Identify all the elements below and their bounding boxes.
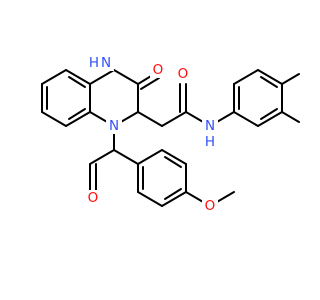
atom-n: N xyxy=(109,118,119,134)
bond xyxy=(68,76,86,88)
bond xyxy=(164,156,182,168)
bond xyxy=(164,188,182,200)
bond xyxy=(89,69,115,85)
atom-n: N xyxy=(101,55,111,71)
bond xyxy=(161,191,187,207)
bond xyxy=(161,111,187,127)
bond xyxy=(140,77,160,90)
atom-n: N xyxy=(205,118,215,134)
bond xyxy=(41,69,67,85)
bond xyxy=(233,111,259,127)
atom-h: H xyxy=(89,55,99,71)
bond xyxy=(65,111,91,127)
atom-h: H xyxy=(205,134,215,150)
bond xyxy=(257,111,283,127)
atom-label-ring-nh: H N xyxy=(86,55,114,71)
bond xyxy=(113,149,139,165)
atom-label-ketone-o: O xyxy=(85,190,101,206)
bond xyxy=(161,149,187,165)
bond xyxy=(281,111,300,123)
atom-label-amide-o: O xyxy=(175,66,191,82)
bond xyxy=(68,108,86,120)
atom-o: O xyxy=(153,62,164,78)
atom-o: O xyxy=(205,198,216,214)
bond xyxy=(137,191,163,207)
molecule-structure: H N O O N H N O O xyxy=(41,55,300,214)
bond xyxy=(41,111,67,127)
atom-label-ether-o: O xyxy=(202,198,218,214)
atom-o: O xyxy=(88,190,99,206)
bond xyxy=(65,69,91,85)
bonds xyxy=(41,69,300,207)
atom-o: O xyxy=(178,66,189,82)
atom-label-lactam-o: O xyxy=(150,62,166,78)
bond xyxy=(89,149,115,165)
atom-label-tertiary-n: N xyxy=(106,118,122,134)
bond xyxy=(233,69,259,85)
bond xyxy=(260,108,278,120)
bond xyxy=(113,69,139,85)
bond xyxy=(257,69,283,85)
bond xyxy=(137,149,163,165)
bond xyxy=(137,111,163,127)
bond xyxy=(260,76,278,88)
bond xyxy=(281,73,300,85)
atom-label-amide-nh: N H xyxy=(202,118,218,150)
